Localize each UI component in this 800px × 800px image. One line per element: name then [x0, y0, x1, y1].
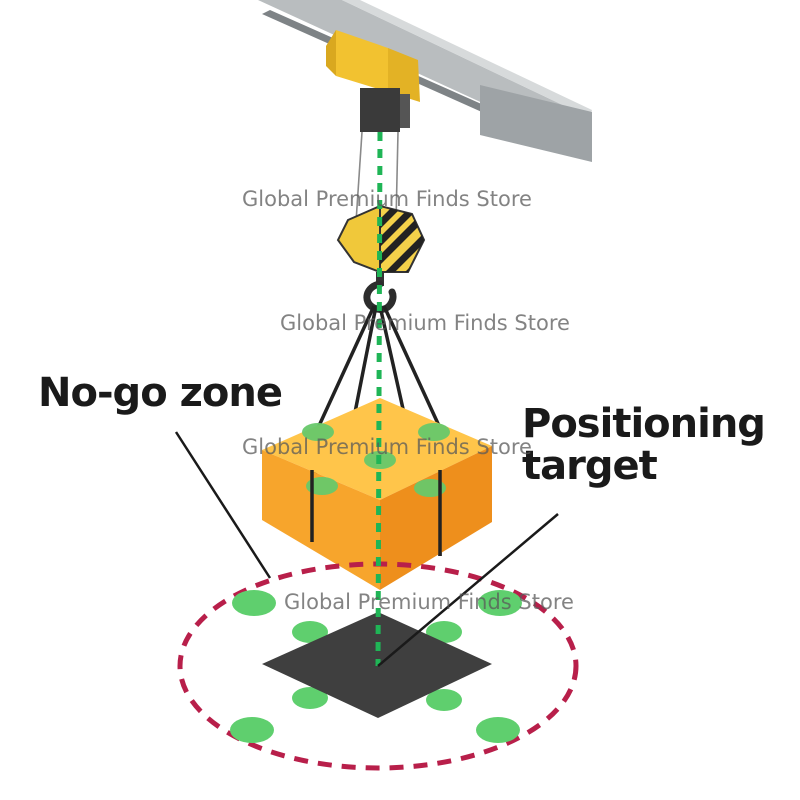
- positioning-target-callout-line: [377, 513, 559, 667]
- overhead-beam: [258, 0, 592, 162]
- no-go-zone-label: No-go zone: [38, 370, 283, 416]
- load-box: [262, 398, 492, 590]
- no-go-zone-callout-line: [174, 431, 272, 579]
- positioning-target-label: Positioning target: [522, 401, 766, 489]
- hook-block: [336, 204, 426, 274]
- hoist-ropes: [355, 131, 399, 223]
- positioning-target-label-line2: target: [522, 443, 658, 489]
- floor-marker-spots: [230, 590, 522, 743]
- hoist: [360, 88, 410, 132]
- laser-guide-line: [375, 131, 383, 667]
- watermark-text: Global Premium Finds Store: [284, 590, 574, 614]
- positioning-target-label-line1: Positioning: [522, 401, 766, 447]
- watermark-text: Global Premium Finds Store: [242, 187, 532, 211]
- watermark-text: Global Premium Finds Store: [280, 311, 570, 335]
- watermark-text: Global Premium Finds Store: [242, 435, 532, 459]
